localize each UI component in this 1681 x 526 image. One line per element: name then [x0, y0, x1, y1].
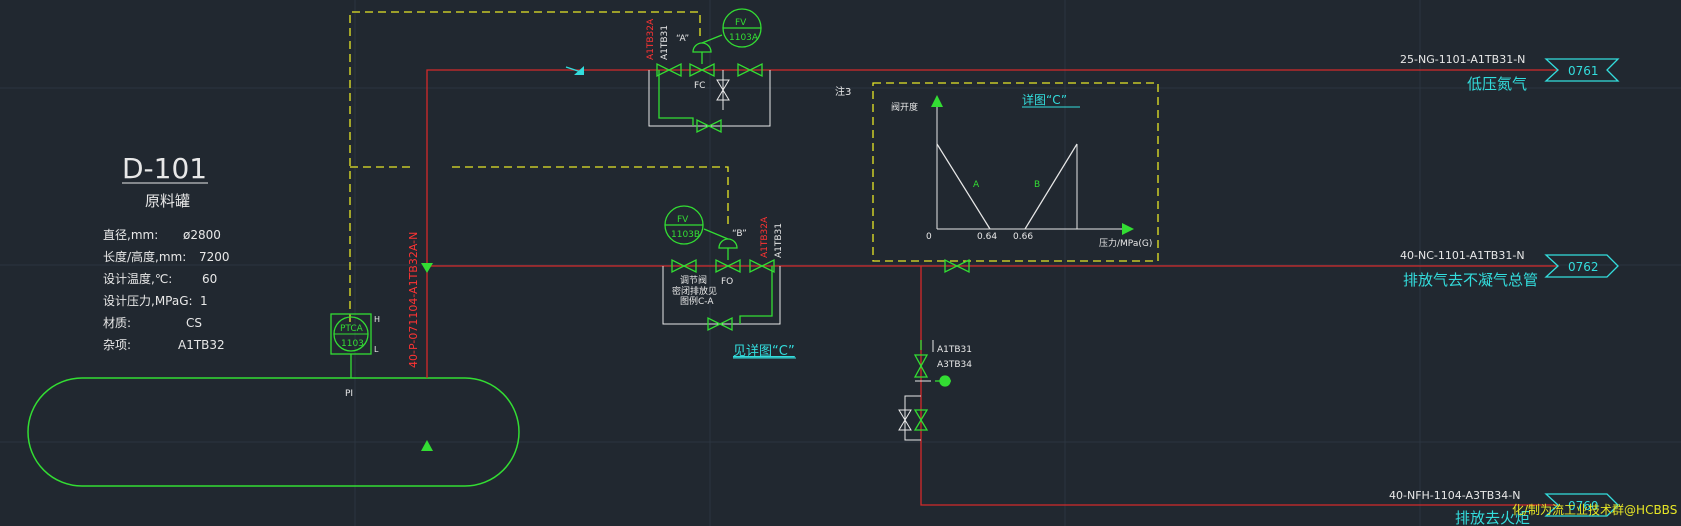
off-page-connector-icon — [1544, 58, 1620, 82]
outlet-desc: 排放去火炬 — [1455, 509, 1530, 526]
check-valve-icon — [565, 66, 585, 75]
spec-value: 60 — [202, 272, 217, 286]
detail-c-title: 详图“C” — [1022, 92, 1067, 107]
line-spec-a1tb32a-top: A1TB32A — [646, 18, 656, 60]
spec-label: 杂项: — [103, 338, 131, 352]
fv-a-tag: FV — [735, 18, 747, 28]
outlet-0760[interactable]: 40-NFH-1104-A3TB34-N 排放去火炬 0760 — [1389, 489, 1619, 526]
line-spec-a1tb32a-mid: A1TB32A — [760, 216, 770, 258]
series-line-a — [936, 143, 991, 230]
valve-station-b[interactable] — [662, 205, 781, 332]
spec-label: 设计温度,℃: — [103, 271, 172, 286]
gate-valve-icon — [656, 62, 671, 78]
outlet-ref: 0761 — [1568, 64, 1599, 78]
control-valve-icon — [715, 258, 730, 274]
note-3: 注3 — [835, 85, 851, 98]
spec-value: ø2800 — [183, 228, 221, 242]
outlet-0761[interactable]: 25-NG-1101-A1TB31-N 低压氮气 0761 — [1400, 53, 1620, 93]
tank-name: 原料罐 — [145, 192, 190, 210]
gate-valve-icon — [737, 62, 752, 78]
outlet-ref: 0760 — [1568, 499, 1599, 513]
level-marker-icon — [421, 440, 433, 451]
series-line-b — [1024, 143, 1078, 230]
detail-c-origin: 0 — [926, 232, 932, 242]
bypass-valve-icon — [696, 118, 711, 134]
spec-value: 7200 — [199, 250, 230, 264]
line-spec-a1tb31-mid: A1TB31 — [774, 223, 784, 258]
detail-c-panel: 详图“C” 阀开度 压力/MPa(G) 0 0.64 0.66 A B — [872, 82, 1159, 262]
drain-assembly[interactable] — [898, 340, 951, 441]
spec-value: CS — [186, 316, 202, 330]
signal-lines — [349, 11, 729, 322]
tank-nozzle-label: PI — [345, 389, 353, 399]
valve-station-a[interactable] — [648, 8, 771, 134]
outlet-0762[interactable]: 40-NC-1101-A1TB31-N 排放气去不凝气总管 0762 — [1400, 249, 1619, 289]
svg-text:调节阀: 调节阀 — [680, 275, 707, 286]
outlet-desc: 排放气去不凝气总管 — [1403, 271, 1538, 289]
gate-valve-icon[interactable] — [944, 258, 970, 274]
detail-c-xlabel: 压力/MPa(G) — [1099, 237, 1152, 249]
outlet-spec: 40-NC-1101-A1TB31-N — [1400, 249, 1525, 262]
detail-c-series-a-label: A — [973, 180, 980, 190]
fv-b-label: “B” — [732, 229, 747, 239]
vertical-pipe-spec: 40-P-071104-A1TB32A-N — [407, 232, 420, 368]
line-spec-a3tb34-drain: A3TB34 — [937, 360, 972, 370]
valve-note: 调节阀 密闭排放见 图例C-A — [672, 275, 717, 307]
off-page-connector-icon — [1544, 493, 1619, 517]
y-axis-arrow-icon — [931, 95, 943, 107]
detail-c-series-b-label: B — [1034, 180, 1040, 190]
spec-label: 直径,mm: — [103, 228, 158, 242]
svg-text:图例C-A: 图例C-A — [680, 295, 714, 307]
bypass-valve-icon — [707, 316, 722, 332]
detail-c-tick-2: 0.66 — [1013, 232, 1033, 242]
outlet-spec: 25-NG-1101-A1TB31-N — [1400, 53, 1525, 66]
control-valve-icon — [689, 62, 704, 78]
outlet-spec: 40-NFH-1104-A3TB34-N — [1389, 489, 1520, 502]
tank-vessel[interactable] — [27, 377, 520, 487]
spec-label: 长度/高度,mm: — [103, 249, 186, 264]
fv-b-tag: FV — [677, 215, 689, 225]
outlet-desc: 低压氮气 — [1467, 75, 1527, 93]
gate-valve-icon — [671, 258, 686, 274]
spec-value: 1 — [200, 294, 208, 308]
detail-c-ylabel: 阀开度 — [891, 101, 918, 113]
watermark-text: 化/制为流工业技术群@HCBBS — [1512, 503, 1677, 517]
drain-valve-icon — [913, 354, 929, 368]
outlet-ref: 0762 — [1568, 260, 1599, 274]
ptca-tag: PTCA — [340, 324, 364, 334]
tank-d101[interactable]: PI — [27, 377, 520, 487]
ptca-low-label: L — [374, 345, 379, 354]
fv-b-mode: FO — [721, 277, 733, 287]
see-detail-link[interactable]: 见详图“C” — [733, 344, 795, 359]
detail-c-chart — [931, 95, 1134, 235]
ptca-instrument[interactable]: PTCA 1103 H L — [330, 313, 380, 378]
spec-value: A1TB32 — [178, 338, 225, 352]
fv-a-mode: FC — [694, 81, 705, 91]
x-axis-arrow-icon — [1122, 223, 1134, 235]
fv-a-number: 1103A — [729, 33, 759, 43]
svg-text:密闭排放见: 密闭排放见 — [672, 285, 717, 297]
process-lines — [426, 69, 1558, 506]
ptca-number: 1103 — [341, 339, 364, 349]
spec-label: 设计压力,MPaG: — [103, 294, 193, 308]
spec-label: 材质: — [103, 316, 131, 330]
line-spec-a1tb31-top: A1TB31 — [660, 25, 670, 60]
tank-tag: D-101 — [122, 152, 207, 185]
gate-valve-icon — [749, 258, 764, 274]
detail-c-tick-1: 0.64 — [977, 232, 997, 242]
fv-a-label: “A” — [676, 34, 689, 44]
flow-arrow-icon — [421, 263, 433, 273]
line-spec-a1tb31-drain: A1TB31 — [937, 345, 972, 355]
off-page-connector-icon — [1544, 254, 1619, 278]
fv-b-number: 1103B — [671, 230, 700, 240]
tank-spec-table: 直径,mm: ø2800 长度/高度,mm: 7200 设计温度,℃: 60 设… — [103, 228, 230, 352]
ptca-high-label: H — [374, 315, 380, 324]
